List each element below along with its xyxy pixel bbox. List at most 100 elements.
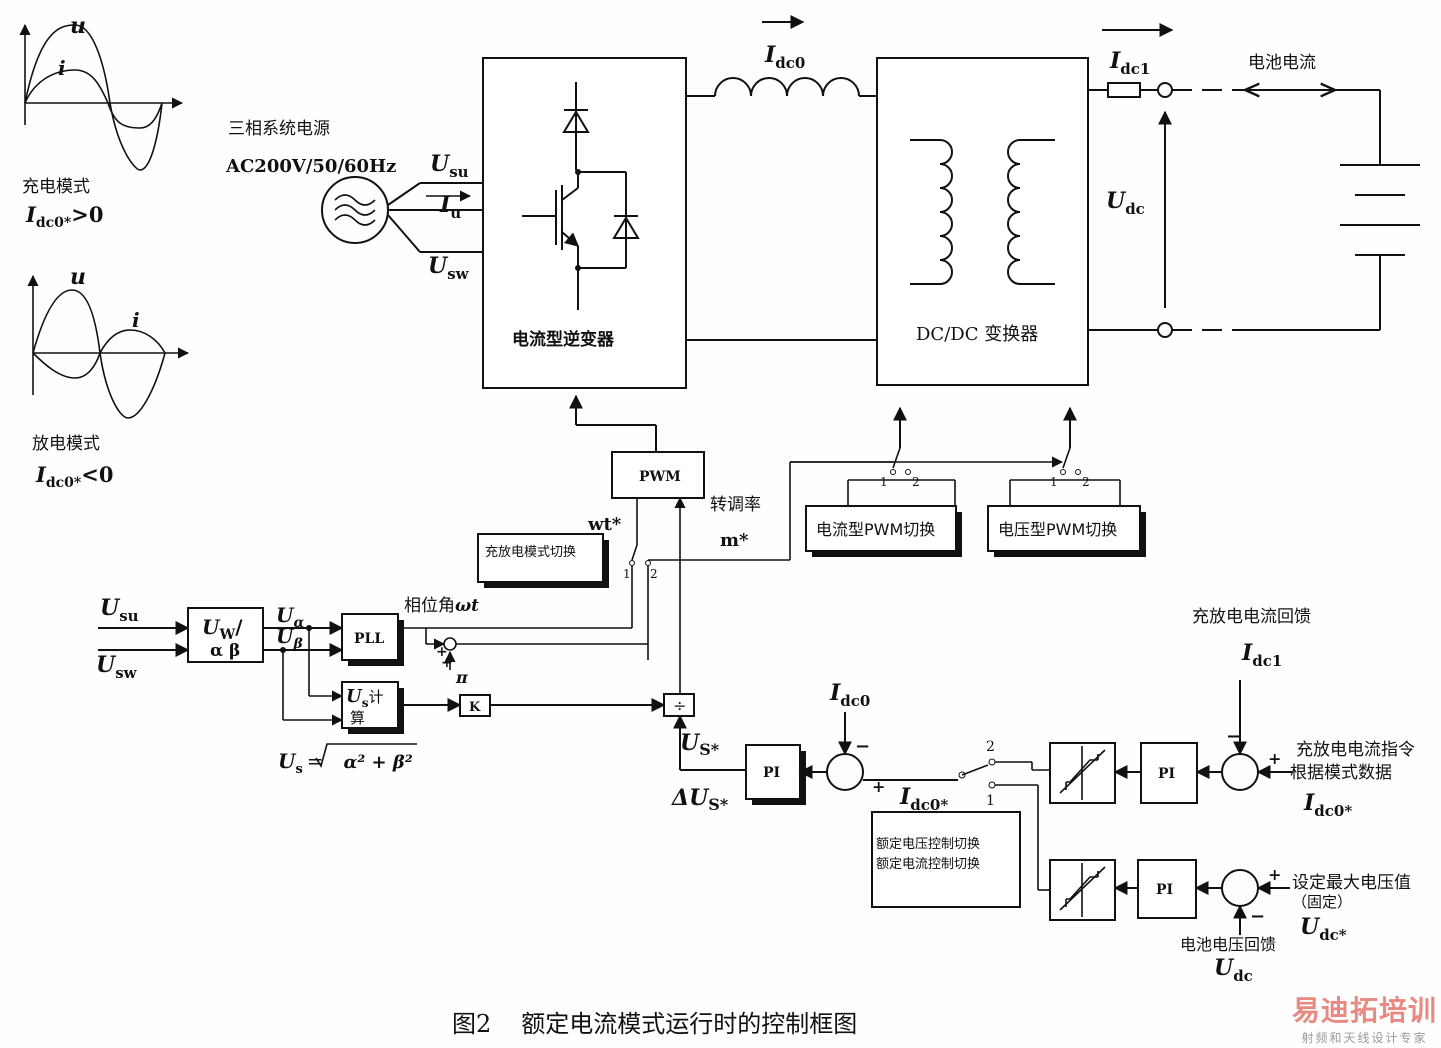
pwm-block: PWM 转调率 wt* m* <box>569 394 761 708</box>
dcdc-label: DC/DC 变换器 <box>916 324 1038 345</box>
pll-label: PLL <box>354 631 384 647</box>
idc0-ref-label: Idc0* <box>899 784 948 814</box>
discharge-i-label: i <box>132 308 140 332</box>
m-label: m* <box>720 530 749 551</box>
sum-idc0-label: Idc0 <box>829 680 870 710</box>
voltage-switch-1: 1 <box>1050 475 1058 489</box>
k-label: K <box>469 700 481 715</box>
watermark-bottom: 射频和天线设计专家 <box>1301 1031 1428 1045</box>
voltage-pwm-switch: 1 2 电压型PWM切换 <box>987 406 1146 557</box>
transform-top: UW/ <box>202 615 243 643</box>
voltage-plus: + <box>1268 865 1281 884</box>
voltage-pwm-switch-label: 电压型PWM切换 <box>998 520 1117 539</box>
udc-label: Udc <box>1106 188 1145 218</box>
us-calc-block: Us计 算 Us=α² + β² <box>278 681 462 777</box>
source-usu: Usu <box>430 151 469 181</box>
pi-block-main: PI <box>745 744 806 805</box>
voltage-switch-2: 2 <box>1082 475 1090 489</box>
inverter-label: 电流型逆变器 <box>512 329 615 350</box>
beta-label: Uβ <box>276 624 303 652</box>
control-switch-box: 额定电压控制切换 额定电流控制切换 <box>871 811 1021 908</box>
pi-current-label: PI <box>1158 766 1175 782</box>
selector-1: 1 <box>986 793 995 809</box>
sum-idc0-plus: + <box>872 777 885 796</box>
battery-side: Idc1 电池电流 Udc <box>1088 23 1420 338</box>
discharge-mode-label: 放电模式 <box>32 434 100 454</box>
pi-voltage-label: PI <box>1156 882 1173 898</box>
pll-plus2: + <box>441 655 453 671</box>
inverter-block: 电流型逆变器 <box>482 57 687 389</box>
voltage-max-sym: Udc* <box>1300 914 1347 944</box>
current-feedback-label: 充放电电流回馈 <box>1192 607 1311 627</box>
k-block: K <box>459 694 666 717</box>
sum-idc0-minus: − <box>855 736 870 757</box>
alpha-label: Uα <box>276 603 304 631</box>
watermark: 易迪拓培训 射频和天线设计专家 <box>1292 989 1437 1046</box>
pll-plus1: + <box>436 644 448 660</box>
source-rating: AC200V/50/60Hz <box>225 156 396 177</box>
current-plus: + <box>1268 749 1281 768</box>
discharge-condition: Idc0*<0 <box>35 462 113 491</box>
input-usu: Usu <box>100 595 139 625</box>
divider-block: ÷ US* ΔUS* <box>663 693 746 814</box>
mode-switch-line: 充放电模式切换 <box>485 544 576 560</box>
pi-main-label: PI <box>763 765 780 781</box>
discharge-u-label: u <box>70 264 86 290</box>
us-star-label: US* <box>680 730 720 759</box>
input-usw: Usw <box>96 652 138 682</box>
current-minus: − <box>1226 726 1241 747</box>
dcdc-block: DC/DC 变换器 <box>876 57 1089 386</box>
charge-waveform: u i 充电模式 Idc0*>0 <box>19 13 184 231</box>
current-pwm-switch-label: 电流型PWM切换 <box>816 520 935 539</box>
us-calc-label2: 算 <box>350 709 365 727</box>
idc0-label: Idc0 <box>764 42 805 72</box>
selector-2: 2 <box>986 739 995 755</box>
current-feedback-sym: Idc1 <box>1241 640 1282 670</box>
current-cmd1: 充放电电流指令 <box>1296 740 1415 760</box>
pwm-mod-label: 转调率 <box>710 495 761 515</box>
transform-bottom: α β <box>210 641 240 661</box>
current-cmd2: 根据模式数据 <box>1290 763 1392 783</box>
mode-switch-1: 1 <box>623 567 631 581</box>
pll-phase-label: 相位角ωt <box>404 596 479 616</box>
voltage-loop: PI + − 设定最大电压值 （固定） Udc* 电池电压回馈 Udc <box>1049 859 1411 985</box>
voltage-fb-sym: Udc <box>1214 955 1253 985</box>
voltage-fb-label: 电池电压回馈 <box>1180 935 1276 954</box>
us-calc-label: Us计 <box>346 686 383 710</box>
current-switch-1: 1 <box>880 475 888 489</box>
ac-source: 三相系统电源 AC200V/50/60Hz Usu Iu Usw <box>225 119 483 283</box>
dc-inductor: Idc0 <box>686 15 877 341</box>
current-switch-2: 2 <box>912 475 920 489</box>
ctrl-switch-line2: 额定电流控制切换 <box>876 857 980 872</box>
current-loop: PI 充放电电流回馈 Idc1 − + 充放电电流指令 根据模式数据 Idc0* <box>1049 607 1415 820</box>
charge-condition: Idc0*>0 <box>25 202 103 231</box>
current-pwm-switch: 1 2 电流型PWM切换 <box>805 406 962 557</box>
idc1-label: Idc1 <box>1109 48 1150 78</box>
ctrl-switch-line1: 额定电压控制切换 <box>876 837 980 852</box>
selector-switch: 2 1 <box>958 739 1050 891</box>
charge-i-label: i <box>58 56 66 80</box>
voltage-minus: − <box>1250 906 1265 927</box>
mode-switch-2: 2 <box>650 567 658 581</box>
discharge-waveform: u i 放电模式 Idc0*<0 <box>27 264 190 491</box>
source-iu: Iu <box>439 192 461 222</box>
current-cmd-sym: Idc0* <box>1303 790 1352 820</box>
us-formula: Us=α² + β² <box>278 749 413 777</box>
watermark-top: 易迪拓培训 <box>1291 994 1437 1027</box>
delta-us-label: ΔUS* <box>671 785 729 814</box>
charge-u-label: u <box>70 13 86 39</box>
voltage-max2: （固定） <box>1292 893 1352 911</box>
pwm-label: PWM <box>639 469 681 485</box>
mode-switch: 充放电模式切换 1 2 <box>477 456 1064 660</box>
source-title: 三相系统电源 <box>228 119 330 139</box>
sum-idc0: Idc0 − + Idc0* <box>798 680 958 814</box>
pll-block: PLL 相位角ωt + + π <box>341 596 648 687</box>
pll-pi: π <box>455 668 468 687</box>
source-usw: Usw <box>428 253 470 283</box>
wt-label: wt* <box>587 514 622 535</box>
transform-block: UW/ α β Uα Uβ <box>187 603 344 726</box>
input-signals: Usu Usw <box>96 595 190 682</box>
voltage-max1: 设定最大电压值 <box>1292 873 1411 893</box>
